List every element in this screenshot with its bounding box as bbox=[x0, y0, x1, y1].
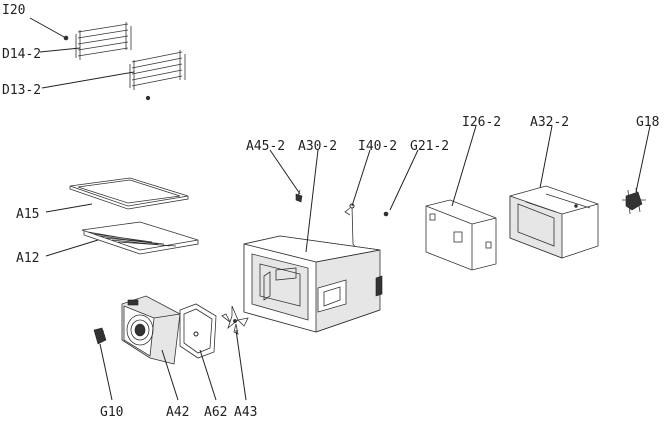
label-g21-2: G21-2 bbox=[410, 139, 449, 154]
part-a32-2-housing bbox=[509, 185, 599, 259]
label-i40-2: I40-2 bbox=[358, 139, 397, 154]
label-d14-2: D14-2 bbox=[2, 47, 41, 62]
label-g18: G18 bbox=[636, 115, 659, 130]
part-a12-wire-shelf bbox=[81, 221, 199, 255]
label-a32-2: A32-2 bbox=[530, 115, 569, 130]
label-d13-2: D13-2 bbox=[2, 83, 41, 98]
part-a15-baking-tray bbox=[69, 177, 189, 210]
part-g18-component bbox=[622, 187, 646, 215]
part-a30-2-oven-cavity bbox=[243, 235, 383, 333]
label-a15: A15 bbox=[16, 207, 39, 222]
label-g10: G10 bbox=[100, 405, 123, 420]
label-a12: A12 bbox=[16, 251, 39, 266]
part-g21-2-dot bbox=[383, 211, 389, 217]
label-a62: A62 bbox=[204, 405, 227, 420]
leader-lines bbox=[29, 17, 651, 401]
label-i26-2: I26-2 bbox=[462, 115, 501, 130]
part-i40-2-rod bbox=[344, 203, 357, 249]
part-d14-2-side-rack bbox=[75, 22, 132, 60]
part-g10-component bbox=[93, 327, 107, 345]
label-a42: A42 bbox=[166, 405, 189, 420]
label-a45-2: A45-2 bbox=[246, 139, 285, 154]
part-d13-2-side-rack bbox=[129, 50, 186, 90]
label-i20: I20 bbox=[2, 3, 25, 18]
part-a62-gasket bbox=[179, 303, 217, 359]
label-a43: A43 bbox=[234, 405, 257, 420]
part-i26-2-back-panel bbox=[425, 199, 497, 271]
part-a42-fan-cover bbox=[121, 295, 181, 365]
part-screw-dot bbox=[145, 95, 151, 101]
label-a30-2: A30-2 bbox=[298, 139, 337, 154]
part-a45-2-clip bbox=[295, 189, 303, 203]
part-a43-fan-blade bbox=[221, 305, 249, 335]
